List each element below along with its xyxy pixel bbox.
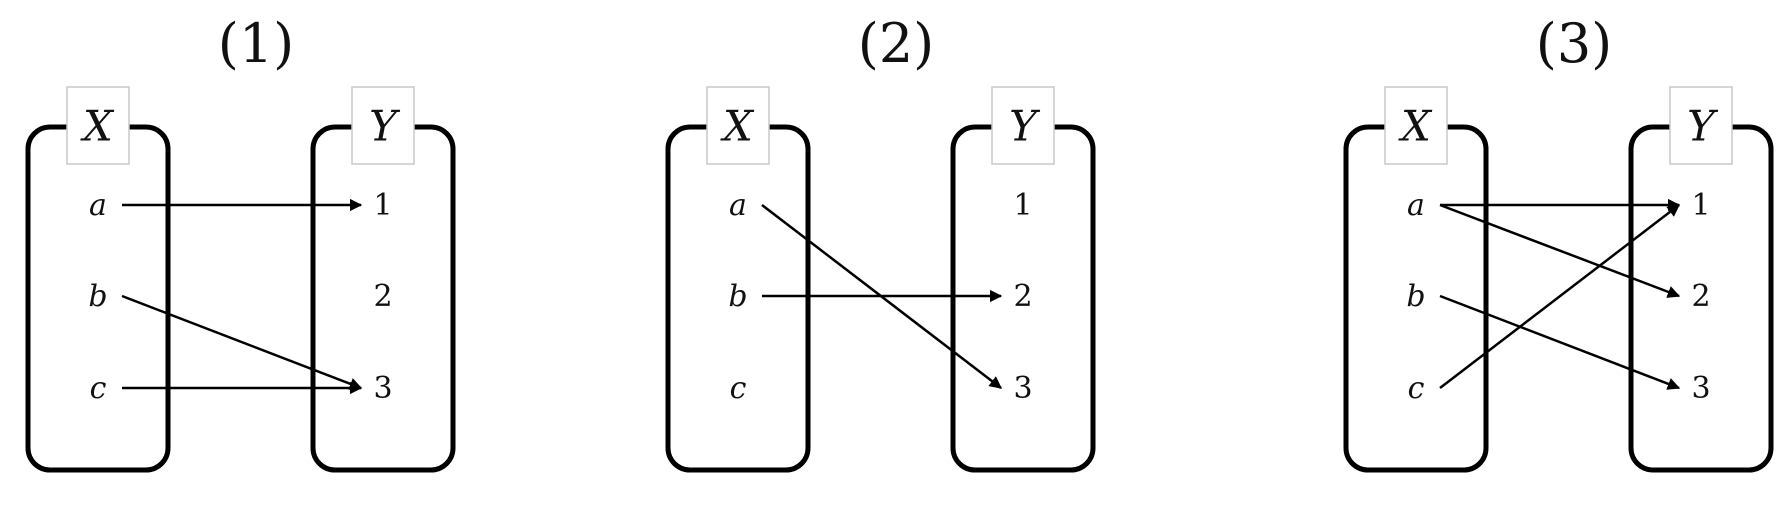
set-y-label-box — [351, 86, 415, 165]
mapping-panel-2: (2) X Ya b c 1 2 3 — [665, 12, 1096, 473]
set-x-name: X — [80, 102, 115, 151]
codomain-element-1: 1 — [1013, 188, 1032, 223]
arrow-a-to-2 — [1439, 203, 1681, 298]
panel-caption: (3) — [1536, 12, 1613, 75]
arrow-c-to-1 — [1439, 204, 1680, 389]
codomain-element-1: 1 — [373, 188, 392, 223]
codomain-element-3: 3 — [1013, 371, 1032, 406]
domain-element-c: c — [90, 371, 107, 406]
domain-element-a: a — [729, 188, 747, 223]
domain-element-a: a — [1407, 188, 1425, 223]
panel-caption: (2) — [858, 12, 935, 75]
arrow-b-to-3 — [121, 294, 363, 390]
codomain-element-2: 2 — [1691, 279, 1710, 314]
set-y-name: Y — [369, 102, 401, 151]
set-y-label-box — [1669, 86, 1733, 165]
set-y-name: Y — [1009, 102, 1041, 151]
codomain-element-3: 3 — [1691, 371, 1710, 406]
set-y-name: Y — [1687, 102, 1719, 151]
panel-caption: (1) — [218, 12, 295, 75]
set-x-label-box — [706, 86, 770, 165]
mapping-panel-1: (1) X Ya b c 1 2 3 — [25, 12, 456, 473]
domain-element-b: b — [1406, 279, 1425, 314]
codomain-element-1: 1 — [1691, 188, 1710, 223]
codomain-element-2: 2 — [1013, 279, 1032, 314]
set-x-label-box — [66, 86, 130, 165]
codomain-element-3: 3 — [373, 371, 392, 406]
set-x-name: X — [720, 102, 755, 151]
set-x-label-box — [1384, 86, 1448, 165]
domain-element-b: b — [88, 279, 107, 314]
domain-element-b: b — [728, 279, 747, 314]
arrow-b-to-3 — [1439, 294, 1681, 390]
set-x-name: X — [1398, 102, 1433, 151]
domain-element-c: c — [730, 371, 747, 406]
domain-element-c: c — [1408, 371, 1425, 406]
domain-element-a: a — [89, 188, 107, 223]
mapping-panel-3: (3) X Ya b c 1 2 3 — [1343, 12, 1774, 473]
codomain-element-2: 2 — [373, 279, 392, 314]
set-y-label-box — [991, 86, 1055, 165]
